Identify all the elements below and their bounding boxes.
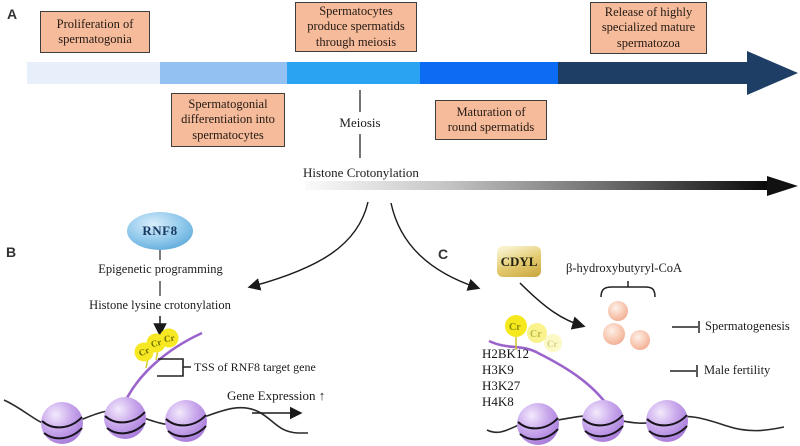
developmental-timeline-arrow <box>27 51 798 95</box>
crotonylation-arrow-head <box>767 176 798 196</box>
panel-a-label: A <box>7 6 18 22</box>
dna-strand-c <box>488 339 614 413</box>
timeline-segment-4 <box>420 62 558 84</box>
male-fertility-label: Male fertility <box>704 363 771 377</box>
cdyl-to-coa-arrow <box>519 282 586 330</box>
cr-mark-circle-faint <box>544 334 562 352</box>
nucleosome <box>581 399 625 443</box>
panel-b-label: B <box>6 244 17 260</box>
rnf8-protein-label: RNF8 <box>142 223 178 238</box>
hydroxybutyryl-molecule <box>630 330 650 350</box>
crotonylation-gradient-bar <box>305 181 767 190</box>
crotonyl-marks-b: Cr Cr Cr <box>134 328 179 369</box>
cr-mark-label: Cr <box>137 345 151 358</box>
stage-box-text: Spermatocytes produce spermatids through… <box>307 4 405 49</box>
cdyl-protein-box: CDYL <box>497 246 541 277</box>
hydroxybutyryl-molecule <box>608 301 628 321</box>
nucleosome <box>645 399 689 443</box>
cr-mark-label: Cr <box>509 322 521 333</box>
hydroxybutyryl-coa-label: β-hydroxybutyryl-CoA <box>566 261 683 275</box>
coa-bracket <box>600 281 656 298</box>
spermatogenesis-label: Spermatogenesis <box>705 319 790 333</box>
cr-mark-circle-fading <box>527 323 547 343</box>
hydroxybutyryl-molecule <box>603 323 625 345</box>
crotonyl-marks-c: Cr Cr Cr <box>505 315 562 352</box>
stage-box-release-spermatozoa: Release of highly specialized mature spe… <box>590 2 707 54</box>
inhibition-spermatogenesis <box>672 321 700 333</box>
epigenetic-programming-label: Epigenetic programming <box>98 262 223 276</box>
timeline-arrow-head <box>747 51 798 95</box>
histone-site: H4K8 <box>482 394 514 409</box>
stage-box-maturation: Maturation of round spermatids <box>435 100 547 140</box>
branch-arrow-to-b <box>247 201 369 291</box>
stage-box-meiosis-spermatids: Spermatocytes produce spermatids through… <box>295 2 417 52</box>
timeline-segment-1 <box>27 62 160 84</box>
nucleosome <box>103 396 147 440</box>
stage-box-proliferation: Proliferation of spermatogonia <box>40 11 150 53</box>
stage-box-differentiation: Spermatogonial differentiation into sper… <box>171 93 285 147</box>
cr-mark-label: Cr <box>547 339 558 349</box>
branch-arrow-to-c <box>390 202 481 291</box>
stage-box-text: Spermatogonial differentiation into sper… <box>181 97 275 142</box>
tss-label: TSS of RNF8 target gene <box>194 360 316 374</box>
histone-site-list: H2BK12 H3K9 H3K27 H4K8 <box>482 346 529 410</box>
nucleosome <box>164 399 208 443</box>
histone-crotonylation-label: Histone Crotonylation <box>303 165 419 180</box>
stage-box-text: Maturation of round spermatids <box>447 104 535 134</box>
cr-mark-label: Cr <box>150 337 163 350</box>
nucleosome <box>40 401 84 445</box>
meiosis-label: Meiosis <box>339 115 381 130</box>
timeline-segment-2 <box>160 62 287 84</box>
timeline-segment-5 <box>558 62 747 84</box>
gene-expression-label: Gene Expression ↑ <box>227 388 326 403</box>
cdyl-protein-label: CDYL <box>500 253 538 269</box>
histone-lysine-crotonylation-label: Histone lysine crotonylation <box>89 298 231 312</box>
dna-strand-b <box>123 331 203 403</box>
inhibition-male-fertility <box>670 365 698 377</box>
histone-site: H3K9 <box>482 362 514 377</box>
cr-mark-circle <box>159 328 179 348</box>
cr-mark-label: Cr <box>163 333 175 345</box>
histone-site: H3K27 <box>482 378 521 393</box>
panel-c-label: C <box>438 246 449 262</box>
cr-mark-circle <box>505 315 527 337</box>
tss-bracket <box>157 358 191 377</box>
stage-box-text: Proliferation of spermatogonia <box>56 16 134 46</box>
stage-box-text: Release of highly specialized mature spe… <box>601 5 696 50</box>
timeline-segment-3 <box>287 62 420 84</box>
rnf8-ellipse <box>127 212 193 250</box>
cr-mark-label: Cr <box>530 329 542 340</box>
histone-site: H2BK12 <box>482 346 529 361</box>
